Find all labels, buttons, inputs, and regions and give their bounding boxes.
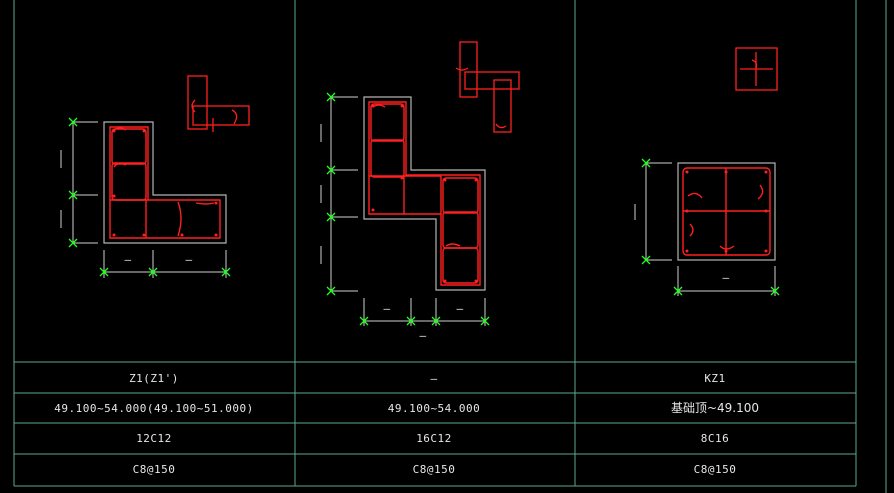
z1-stirrup-detail <box>187 75 250 132</box>
col3-elevation: 基础顶~49.100 <box>671 401 759 415</box>
kz1-dim-label: — <box>722 271 729 284</box>
z1-dim-label-right: — <box>185 253 192 266</box>
col1-longitudinal-rebar: 12C12 <box>136 432 172 445</box>
section-z1: — — <box>60 75 250 278</box>
table-grid <box>13 0 857 487</box>
section-kz1: — <box>634 47 780 296</box>
col2-stirrup: C8@150 <box>413 463 456 476</box>
col3-name: KZ1 <box>704 372 725 385</box>
z2-rebar <box>368 101 481 286</box>
z2-dim-label-total: — <box>419 329 426 342</box>
z2-rebar-dots <box>371 104 478 283</box>
col2-name: — <box>430 372 437 385</box>
kz1-rebar <box>682 167 771 256</box>
z2-stirrup-detail <box>455 41 520 133</box>
col1-elevation: 49.100~54.000(49.100~51.000) <box>54 402 253 415</box>
col2-elevation: 49.100~54.000 <box>388 402 481 415</box>
col1-name: Z1(Z1') <box>129 372 179 385</box>
z1-dimensions <box>60 121 227 278</box>
section-z2: — — — <box>320 41 520 342</box>
kz1-markers <box>641 158 780 296</box>
col3-stirrup: C8@150 <box>694 463 737 476</box>
z2-dim-label-left: — <box>383 302 390 315</box>
table-text: Z1(Z1') — KZ1 49.100~54.000(49.100~51.00… <box>54 372 759 476</box>
col3-longitudinal-rebar: 8C16 <box>701 432 730 445</box>
kz1-rebar-dots <box>685 170 768 253</box>
col1-stirrup: C8@150 <box>133 463 176 476</box>
z1-rebar-dots <box>112 129 218 237</box>
z2-dim-label-right: — <box>456 302 463 315</box>
z1-concrete-outline <box>103 121 227 244</box>
col2-longitudinal-rebar: 16C12 <box>416 432 452 445</box>
kz1-concrete-outline <box>677 162 776 261</box>
z1-rebar <box>109 126 221 239</box>
z2-markers <box>326 92 490 326</box>
kz1-stirrup-detail <box>735 47 778 91</box>
kz1-dimensions <box>634 162 776 296</box>
z2-concrete-outline <box>363 96 486 291</box>
z1-dim-label-left: — <box>124 253 131 266</box>
z1-markers <box>68 117 231 277</box>
